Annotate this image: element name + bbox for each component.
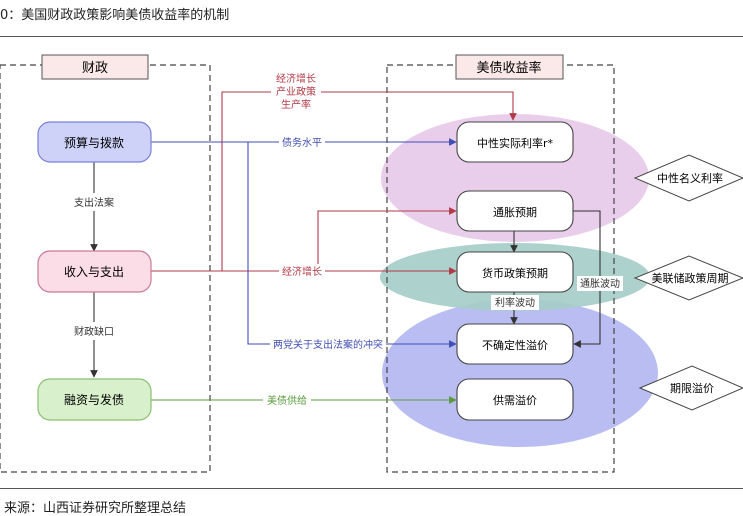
budget-node: [37, 121, 152, 163]
term-premium-label: 期限溢价: [670, 381, 714, 395]
term-premium-diamond: [638, 365, 743, 411]
bottom-rule: [0, 488, 743, 489]
monetary-expectation-label: 货币政策预期: [482, 266, 548, 280]
econ-growth-label: 经济增长: [282, 265, 322, 278]
neutral-rate-ellipse: [381, 114, 649, 242]
rate-vol-label-bg: [491, 295, 539, 310]
deficit-label-bg: [70, 322, 118, 340]
growth-stack-line3: 生产率: [281, 98, 311, 111]
monetary-expectation-node: [456, 251, 574, 293]
yield-header-label: 美债收益率: [476, 60, 541, 76]
uncertainty-premium-label: 不确定性溢价: [482, 338, 548, 352]
financing-node: [37, 378, 152, 421]
figure-title: 0：美国财政政策影响美债收益率的机制: [0, 8, 230, 23]
term-premium-ellipse: [382, 299, 658, 447]
budget-node-label: 预算与拨款: [64, 135, 124, 150]
uncertainty-premium-node: [456, 323, 574, 365]
rate-vol-label: 利率波动: [495, 296, 535, 309]
infl-vol-label: 通胀波动: [580, 277, 620, 290]
supply-demand-premium-node: [456, 378, 574, 421]
source-note: 来源：山西证券研究所整理总结: [4, 501, 187, 516]
growth-stack-line1: 经济增长: [276, 72, 316, 85]
treasury-supply-label-bg: [263, 393, 311, 408]
debt-level-label: 债务水平: [282, 136, 322, 149]
fiscal-header-label: 财政: [82, 61, 108, 76]
supply-demand-premium-label: 供需溢价: [493, 393, 537, 407]
growth-stack-label-bg: [271, 71, 321, 113]
spend-bill-label-bg: [70, 193, 118, 211]
revenue-node: [37, 250, 152, 293]
partisan-conflict-line: [247, 142, 457, 348]
partisan-label: 两党关于支出法案的冲突: [273, 338, 383, 351]
inflation-expectation-node: [456, 190, 574, 232]
fed-cycle-label: 美联储政策周期: [652, 271, 729, 285]
nominal-rate-label: 中性名义利率: [657, 171, 723, 185]
top-rule: [0, 36, 743, 37]
partisan-label-bg: [270, 337, 386, 352]
econ-growth-label-bg: [279, 264, 325, 279]
nominal-rate-diamond: [633, 154, 743, 202]
spend-bill-label: 支出法案: [74, 196, 114, 209]
infl-vol-label-bg: [577, 276, 623, 291]
yield-header: [455, 54, 564, 80]
financing-node-label: 融资与发债: [64, 392, 124, 407]
growth-to-inflation-line: [317, 207, 457, 271]
revenue-node-label: 收入与支出: [64, 265, 124, 279]
debt-level-label-bg: [279, 135, 325, 150]
fed-cycle-diamond: [633, 255, 743, 301]
inflation-expectation-label: 通胀预期: [493, 206, 537, 219]
treasury-supply-label: 美债供给: [267, 394, 307, 407]
deficit-label: 财政缺口: [74, 325, 114, 338]
neutral-real-rate-label: 中性实际利率r*: [477, 136, 554, 150]
fiscal-header: [41, 54, 149, 80]
neutral-real-rate-node: [456, 121, 574, 163]
growth-stack-line2: 产业政策: [276, 85, 316, 98]
